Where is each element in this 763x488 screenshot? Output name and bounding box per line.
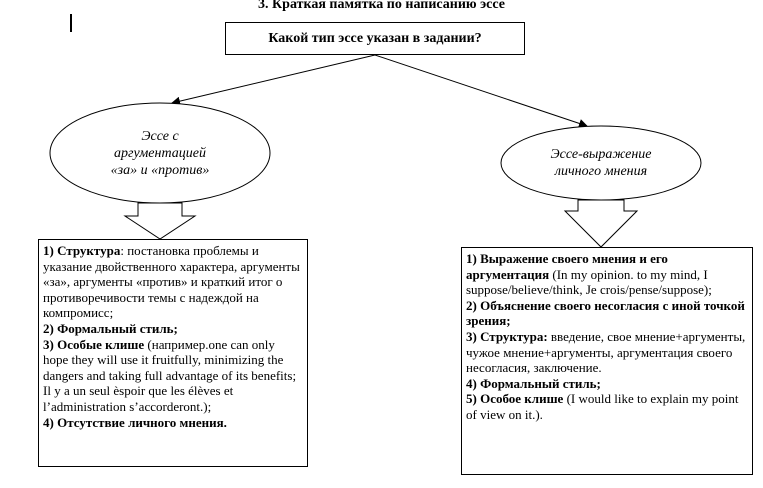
right-item-cliche: 5) Особое клише (I would like to explain… bbox=[466, 391, 746, 422]
question-text: Какой тип эссе указан в задании? bbox=[268, 30, 482, 46]
arrow-to-left-type bbox=[171, 54, 376, 106]
right-down-block-arrow bbox=[563, 199, 639, 248]
left-item-cliche-text: (например.one can only hope they will us… bbox=[43, 336, 297, 414]
right-type-line1: Эссе-выражение bbox=[550, 147, 652, 162]
left-type-line3: «за» и «против» bbox=[110, 162, 210, 178]
right-item-disagreement: 2) Объяснение своего несогласия с иной т… bbox=[466, 297, 745, 329]
left-item-no-opinion: 4) Отсутствие личного мнения. bbox=[43, 414, 227, 430]
left-item-structure-title: Структура bbox=[57, 243, 121, 258]
left-item-structure-text: : постановка проблемы и указание двойств… bbox=[43, 243, 300, 321]
right-item-structure-title: 3) Структура: bbox=[466, 328, 548, 344]
right-item-formal-style: 4) Формальный стиль; bbox=[466, 375, 601, 391]
right-type-line2: личного мнения bbox=[554, 164, 648, 179]
left-type-line1: Эссе с bbox=[141, 128, 179, 144]
right-item-opinion-text: (In my opinion. to my mind, I suppose/be… bbox=[466, 266, 712, 298]
arrow-to-right-type bbox=[374, 54, 588, 128]
right-item-cliche-title: 5) Особое клише bbox=[466, 391, 564, 407]
right-item-opinion-title: 1) Выражение своего мнения и его аргумен… bbox=[466, 251, 668, 282]
left-item-cliche-title: 3) Особые клише bbox=[43, 336, 145, 352]
right-item-cliche-text: (I would like to explain my point of vie… bbox=[466, 391, 739, 422]
right-item-opinion: 1) Выражение своего мнения и его аргумен… bbox=[466, 251, 746, 298]
question-box: Какой тип эссе указан в задании? bbox=[225, 22, 525, 55]
text-cursor bbox=[70, 14, 72, 32]
right-type-label: Эссе-выражение личного мнения bbox=[511, 133, 691, 193]
page-title: 3. Краткая памятка по написанию эссе bbox=[258, 0, 505, 12]
left-type-line2: аргументацией bbox=[114, 145, 206, 161]
left-item-cliche: 3) Особые клише (например.one can only h… bbox=[43, 337, 301, 415]
left-content-box: 1) Структура: постановка проблемы и указ… bbox=[38, 239, 308, 467]
left-item-formal-style: 2) Формальный стиль; bbox=[43, 320, 178, 336]
right-item-structure-text: введение, свое мнение+аргументы, чужое м… bbox=[466, 328, 746, 376]
left-down-block-arrow bbox=[123, 202, 197, 240]
right-content-box: 1) Выражение своего мнения и его аргумен… bbox=[461, 247, 753, 475]
left-type-label: Эссе с аргументацией «за» и «против» bbox=[60, 113, 260, 193]
right-item-structure: 3) Структура: введение, свое мнение+аргу… bbox=[466, 329, 746, 376]
left-item-structure: 1) Структура: постановка проблемы и указ… bbox=[43, 243, 300, 321]
